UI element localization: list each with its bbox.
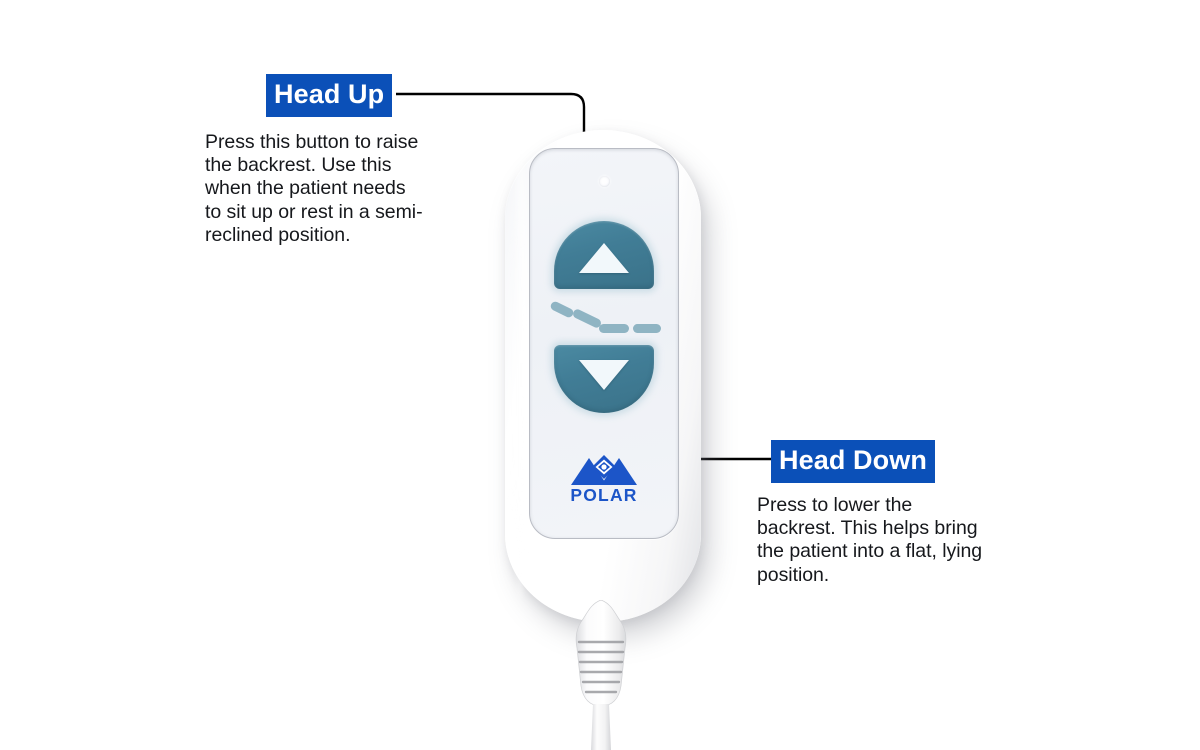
callout-body-head-up: Press this button to raise the backrest.… — [205, 131, 423, 246]
triangle-down-icon — [579, 360, 629, 390]
callout-label-head-down: Head Down — [771, 440, 935, 483]
shell-highlight — [512, 148, 528, 600]
callout-label-head-up: Head Up — [266, 74, 393, 117]
head-up-button[interactable] — [554, 221, 654, 289]
backrest-incline-icon — [548, 299, 664, 339]
triangle-up-icon — [579, 243, 629, 273]
callout-body-head-down: Press to lower the backrest. This helps … — [757, 494, 983, 586]
polar-wordmark: POLAR — [570, 485, 638, 505]
indicator-led — [599, 176, 610, 187]
polar-logo: POLAR — [566, 454, 642, 506]
handset-device: POLAR — [505, 130, 701, 622]
polar-mountains-icon — [571, 455, 637, 485]
head-down-button[interactable] — [554, 345, 654, 413]
cable-strain-relief — [575, 600, 627, 750]
handset-faceplate: POLAR — [529, 148, 679, 539]
